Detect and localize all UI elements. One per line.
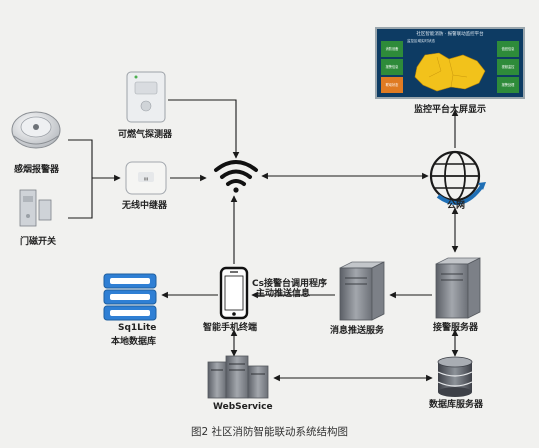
smoke-alarm-icon: [11, 111, 61, 149]
screen-subtitle: 监控区域实时状态: [407, 39, 435, 43]
label-cs-note-line1: Cs接警台调用程序: [252, 279, 327, 289]
label-smartphone: 智能手机终端: [203, 323, 258, 333]
screen-panel: 联动状态: [381, 77, 403, 93]
connectors: [68, 99, 459, 382]
link-smoke-bracket: [68, 139, 93, 219]
screen-panel: 视频监控: [497, 59, 519, 75]
label-webservice: WebService: [213, 402, 273, 412]
push-server-icon: [339, 261, 385, 321]
screen-title: 社区智能消防 · 报警联动监控平台: [416, 32, 484, 37]
label-public-network: 公网: [447, 201, 466, 211]
screen-panel: 报警处理: [497, 77, 519, 93]
link-gas-to-wifi: [168, 99, 240, 159]
screen-panel: 消防设备: [381, 41, 403, 57]
label-gas-detector: 可燃气探测器: [118, 130, 173, 140]
wireless-repeater-icon: ▮▮: [125, 161, 167, 195]
label-smoke-alarm: 感烟报警器: [14, 165, 60, 175]
alarm-server-icon: [435, 257, 481, 319]
sqlite-db-icon: [103, 273, 157, 321]
label-push-service: 消息推送服务: [330, 326, 385, 336]
gas-detector-icon: [126, 71, 166, 123]
label-cs-note-line2: 主动推送信息: [256, 289, 311, 299]
wifi-icon: [214, 160, 258, 193]
label-door-sensor: 门磁开关: [20, 237, 57, 247]
database-server-icon: [437, 356, 473, 397]
globe-icon: [429, 150, 486, 206]
label-monitor-screen: 监控平台大屏显示: [414, 105, 487, 115]
map-graphic: [414, 52, 486, 92]
screen-panel: 值班信息: [497, 41, 519, 57]
label-wireless-repeater: 无线中继器: [122, 201, 168, 211]
monitor-screen-display: 社区智能消防 · 报警联动监控平台 监控区域实时状态 消防设备 报警信息 联动状…: [375, 27, 525, 99]
figure-caption: 图2 社区消防智能联动系统结构图: [190, 426, 349, 438]
screen-panel: 报警信息: [381, 59, 403, 75]
label-sqlite-name: Sq1Lite: [118, 323, 157, 333]
smartphone-icon: [219, 266, 249, 320]
label-sqlite-desc: 本地数据库: [111, 337, 157, 347]
label-alarm-server: 接警服务器: [433, 323, 479, 333]
label-db-server: 数据库服务器: [429, 400, 484, 410]
webservice-cluster-icon: [207, 355, 269, 399]
door-sensor-icon: [19, 189, 52, 227]
svg-text:▮▮: ▮▮: [144, 176, 148, 181]
